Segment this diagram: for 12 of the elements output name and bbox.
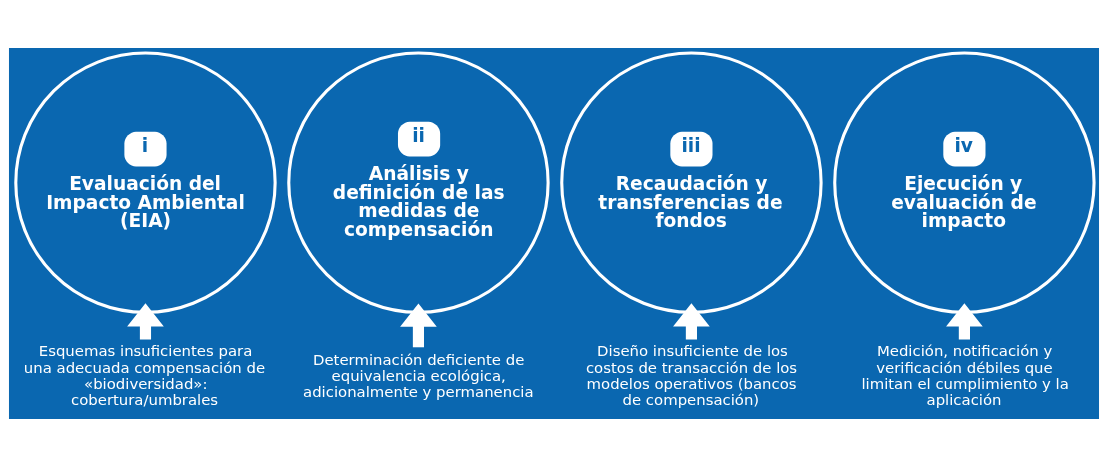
node-text: Diseño insuficiente de los costos de transacción de los modelos operativos (bancos de compensación) <box>585 342 798 409</box>
node-circle: i Evaluación del Impacto Ambiental (EIA) <box>14 51 277 314</box>
node-text: Determinación deficiente de equivalencia ecológica, adicionalmente y permanencia <box>303 350 534 401</box>
arrow <box>400 303 437 348</box>
node-circle: ii Análisis y definición de las medidas de compensación <box>287 51 550 314</box>
node-text: Medición, notificación y verificación débiles que limitan el cumplimiento y la aplicación <box>861 342 1069 409</box>
node-circle: iv Ejecución y evaluación de impacto <box>833 51 1096 314</box>
arrow <box>946 303 983 340</box>
node-circle: iii Recaudación y transferencias de fondos <box>560 51 823 314</box>
node-text: Esquemas insuficientes para una adecuada compensación de «biodiversidad»: cobertura/umbrales <box>23 342 266 409</box>
arrow <box>127 303 164 340</box>
arrow <box>673 303 710 340</box>
